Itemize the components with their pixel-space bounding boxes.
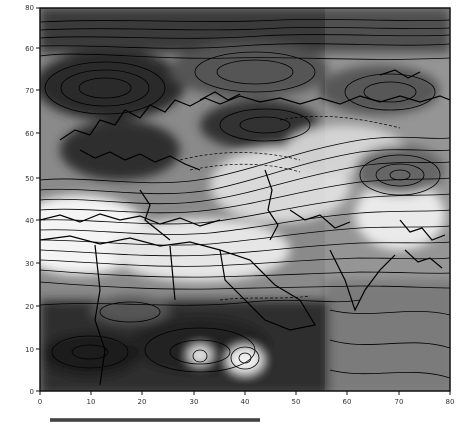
x-tick-labels: 0 10 20 30 40 50 60 70 80 bbox=[38, 398, 455, 406]
x-tick-label: 10 bbox=[87, 398, 96, 406]
x-tick-label: 0 bbox=[38, 398, 42, 406]
x-tick-label: 80 bbox=[446, 398, 455, 406]
x-tick-label: 40 bbox=[241, 398, 250, 406]
y-tick-label: 50 bbox=[25, 175, 34, 183]
y-tick-label: 40 bbox=[25, 217, 34, 225]
y-tick-label: 70 bbox=[25, 87, 34, 95]
dashed-contours bbox=[179, 115, 401, 301]
colorbar bbox=[50, 418, 260, 422]
x-tick-label: 70 bbox=[395, 398, 404, 406]
coastlines bbox=[40, 69, 450, 386]
y-tick-labels: 80 60 70 60 50 40 30 20 10 0 bbox=[25, 4, 34, 396]
y-tick-label: 20 bbox=[25, 303, 34, 311]
y-tick-label: 0 bbox=[30, 388, 34, 396]
y-tick-label: 30 bbox=[25, 260, 34, 268]
y-ticks bbox=[36, 7, 40, 392]
y-tick-label: 60 bbox=[25, 130, 34, 138]
x-tick-label: 30 bbox=[190, 398, 199, 406]
y-tick-label: 10 bbox=[25, 346, 34, 354]
y-tick-label: 60 bbox=[25, 45, 34, 53]
x-ticks bbox=[39, 391, 451, 395]
x-tick-label: 60 bbox=[343, 398, 352, 406]
x-tick-label: 50 bbox=[292, 398, 301, 406]
contour-lines bbox=[40, 19, 450, 379]
y-tick-label: 80 bbox=[25, 4, 34, 12]
x-tick-label: 20 bbox=[138, 398, 147, 406]
